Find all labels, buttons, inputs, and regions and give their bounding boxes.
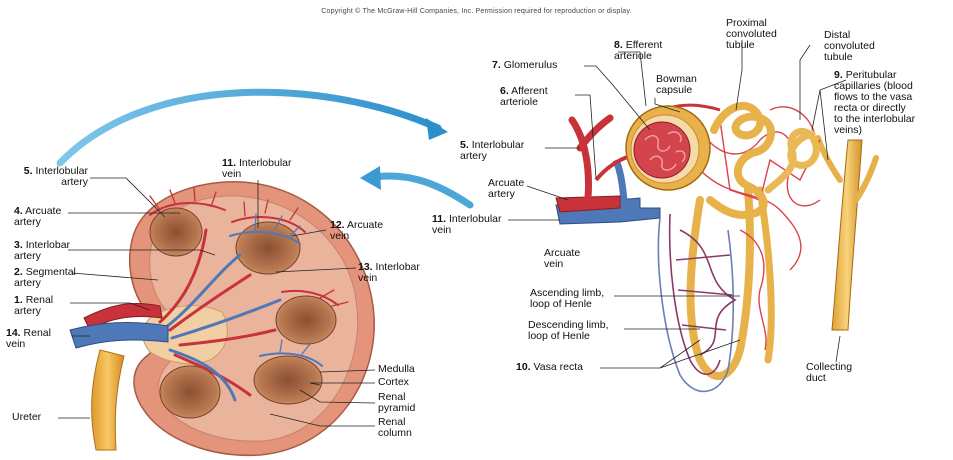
- renal-pyramid: [276, 296, 336, 344]
- label-text: Vasa recta: [534, 361, 583, 373]
- label-text: Bowman capsule: [656, 73, 697, 96]
- label-renal-column: Renal column: [378, 417, 438, 439]
- label-text: Peritubular capillaries (blood flows to …: [834, 69, 915, 136]
- ureter: [92, 350, 124, 450]
- proximal-convoluted-tubule: [710, 106, 771, 215]
- label-text: Ureter: [12, 411, 41, 423]
- label-interlobar-vein: 13. Interlobar vein: [358, 262, 448, 284]
- label-arcuate-vein: 12. Arcuate vein: [330, 220, 410, 242]
- label-renal-vein: 14. Renal vein: [6, 328, 72, 350]
- arrow-to-kidney: [375, 176, 470, 205]
- label-text: Arcuate artery: [488, 177, 524, 200]
- label-interlobular-artery: 5. Interlobular artery: [20, 166, 88, 188]
- label-renal-artery: 1. Renal artery: [14, 295, 74, 317]
- arrow-to-nephron: [60, 92, 438, 163]
- renal-pyramid: [150, 208, 202, 256]
- label-ureter: Ureter: [12, 412, 60, 423]
- label-collecting-duct: Collecting duct: [806, 362, 876, 384]
- glomerulus-shape: [634, 122, 690, 178]
- label-text: Proximal convoluted tubule: [726, 17, 777, 51]
- label-text: Arcuate vein: [544, 247, 580, 270]
- label-text: Renal pyramid: [378, 391, 415, 414]
- afferent-arteriole-vessel: [596, 156, 630, 180]
- label-peritubular-capillaries: 9. Peritubular capillaries (blood flows …: [834, 70, 952, 136]
- label-medulla: Medulla: [378, 364, 438, 375]
- renal-corpuscle: [626, 106, 710, 190]
- label-glomerulus: 7. Glomerulus: [492, 60, 582, 71]
- label-text: Cortex: [378, 376, 409, 388]
- label-text: Distal convoluted tubule: [824, 29, 875, 63]
- label-efferent-arteriole: 8. Efferent arteriole: [614, 40, 686, 62]
- label-interlobar-artery: 3. Interlobar artery: [14, 240, 84, 262]
- label-descending-limb: Descending limb, loop of Henle: [528, 320, 628, 342]
- renal-pyramid: [236, 222, 300, 274]
- label-nephron-arcuate-vein: Arcuate vein: [544, 248, 604, 270]
- label-text: Collecting duct: [806, 361, 852, 384]
- interlobular-vein-vessel: [616, 160, 624, 200]
- label-text: Segmental artery: [14, 266, 76, 289]
- peritubular-capillary-network: [700, 107, 820, 350]
- arrow-to-nephron-head: [426, 118, 448, 140]
- label-nephron-arcuate-artery: Arcuate artery: [488, 178, 548, 200]
- label-text: Interlobular artery: [35, 165, 88, 188]
- label-text: Descending limb, loop of Henle: [528, 319, 609, 342]
- collecting-duct: [832, 140, 862, 330]
- label-proximal-tubule: Proximal convoluted tubule: [726, 18, 796, 51]
- label-text: Renal column: [378, 416, 412, 439]
- renal-pyramid: [160, 366, 220, 418]
- kidney-illustration: [70, 182, 374, 456]
- label-vasa-recta: 10. Vasa recta: [516, 362, 606, 373]
- label-interlobular-vein: 11. Interlobular vein: [222, 158, 302, 180]
- label-text: Interlobular artery: [460, 139, 524, 162]
- label-afferent-arteriole: 6. Afferent arteriole: [500, 86, 574, 108]
- label-text: Ascending limb, loop of Henle: [530, 287, 604, 310]
- distal-convoluted-tubule: [768, 131, 816, 190]
- label-cortex: Cortex: [378, 377, 438, 388]
- label-distal-tubule: Distal convoluted tubule: [824, 30, 894, 63]
- label-bowman-capsule: Bowman capsule: [656, 74, 716, 96]
- label-renal-pyramid: Renal pyramid: [378, 392, 438, 414]
- label-text: Glomerulus: [504, 59, 558, 71]
- interlobular-artery-vessel: [572, 118, 610, 198]
- label-nephron-interlobular-artery: 5. Interlobular artery: [460, 140, 546, 162]
- label-nephron-interlobular-vein: 11. Interlobular vein: [432, 214, 512, 236]
- label-text: Medulla: [378, 363, 415, 375]
- label-ascending-limb: Ascending limb, loop of Henle: [530, 288, 630, 310]
- label-arcuate-artery: 4. Arcuate artery: [14, 206, 84, 228]
- label-text: Interlobar artery: [14, 239, 70, 262]
- arrow-to-kidney-head: [360, 166, 381, 190]
- label-segmental-artery: 2. Segmental artery: [14, 267, 88, 289]
